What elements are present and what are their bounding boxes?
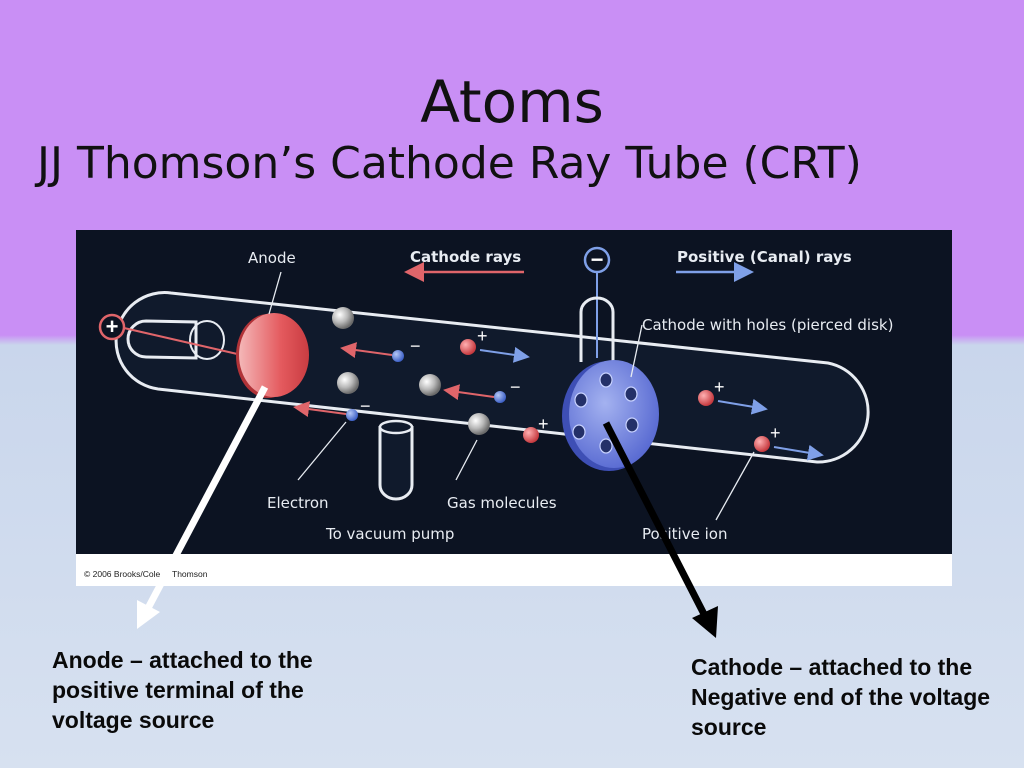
electron-charge: − <box>360 396 371 416</box>
ion-leader-line <box>715 451 755 521</box>
cathode-hole <box>625 417 639 433</box>
anode-leader-line <box>268 271 282 315</box>
gas-molecule <box>337 372 359 394</box>
gas-molecule <box>419 374 441 396</box>
positive-terminal-symbol: + <box>106 314 119 339</box>
anode-callout-shaft <box>142 385 269 614</box>
cathode-rays-label: Cathode rays <box>410 248 521 266</box>
cathode-leader-line <box>630 324 643 378</box>
electron-charge: − <box>510 377 521 397</box>
cathode-ray-arrow <box>293 401 347 417</box>
cathode-callout-shaft <box>602 421 710 620</box>
negative-terminal-symbol: − <box>591 247 604 272</box>
positive-ions: + + + + <box>460 326 824 461</box>
cathode-ray-arrow <box>443 384 495 401</box>
canal-ray-arrow <box>773 444 824 461</box>
copyright-text: © 2006 Brooks/Cole <box>84 569 160 579</box>
anode-callout-head <box>137 600 160 629</box>
crt-diagram-svg: + − − − − + <box>76 230 952 586</box>
electron <box>392 350 404 362</box>
canal-ray-arrow <box>717 398 768 415</box>
ion-charge: + <box>770 423 781 443</box>
anode-neck <box>126 319 198 360</box>
slide-title: Atoms <box>420 68 604 136</box>
ion-charge: + <box>538 414 549 434</box>
canal-rays-label: Positive (Canal) rays <box>677 248 852 266</box>
gas-molecule <box>332 307 354 329</box>
crt-diagram: + − − − − + <box>76 230 952 586</box>
electron <box>494 391 506 403</box>
vacuum-pump-stem <box>378 426 414 501</box>
ion-charge: + <box>477 326 488 346</box>
cathode-caption: Cathode – attached to the Negative end o… <box>691 652 1024 742</box>
cathode-hole <box>574 392 588 408</box>
cathode-callout-arrow <box>602 421 718 638</box>
negative-terminal-icon <box>583 246 611 274</box>
gas-molecules-label: Gas molecules <box>447 494 557 512</box>
anode-wire <box>123 327 247 357</box>
anode-caption-line: Anode – attached to the <box>52 647 313 673</box>
electron <box>346 409 358 421</box>
positive-terminal-icon <box>98 313 126 341</box>
anode-caption-line: positive terminal of the <box>52 677 304 703</box>
vacuum-pump-label: To vacuum pump <box>325 525 454 543</box>
positive-ion <box>460 339 476 355</box>
credit-strip <box>76 554 952 586</box>
canal-ray-arrow <box>479 346 530 363</box>
cathode-stem <box>579 296 615 362</box>
anode-label: Anode <box>248 249 296 267</box>
cathode-ray-arrow <box>340 342 393 359</box>
anode-caption: Anode – attached to the positive termina… <box>52 645 372 735</box>
cathode-hole <box>599 372 613 388</box>
cathode-disk <box>569 360 659 468</box>
cathode-disk-label: Cathode with holes (pierced disk) <box>642 316 893 334</box>
positive-ion <box>754 436 770 452</box>
copyright-publisher: Thomson <box>172 569 208 579</box>
gas-molecules <box>332 307 490 435</box>
cathode-callout-head <box>692 606 718 638</box>
vacuum-pump-opening <box>378 419 414 435</box>
anode-caption-line: voltage source <box>52 707 215 733</box>
gas-molecule <box>468 413 490 435</box>
ion-charge: + <box>714 377 725 397</box>
cathode-hole <box>624 386 638 402</box>
electron-leader-line <box>297 421 347 481</box>
cathode-caption-line: source <box>691 714 767 740</box>
cathode-holes <box>572 372 639 454</box>
cathode-caption-line: Negative end of the voltage <box>691 684 991 710</box>
cathode-hole <box>572 424 586 440</box>
electron-charge: − <box>410 336 421 356</box>
gas-leader-line <box>455 439 478 481</box>
cathode-caption-line: Cathode – attached to the <box>691 654 973 680</box>
electrons: − − − <box>293 336 521 421</box>
positive-ion <box>698 390 714 406</box>
anode-callout-arrow <box>137 385 269 629</box>
electron-label: Electron <box>267 494 329 512</box>
leader-lines <box>268 271 755 521</box>
slide-subtitle: JJ Thomson’s Cathode Ray Tube (CRT) <box>37 138 862 189</box>
positive-ion <box>523 427 539 443</box>
anode-disk <box>239 313 309 397</box>
anode-neck-ring <box>189 320 225 360</box>
cathode-hole <box>599 438 613 454</box>
